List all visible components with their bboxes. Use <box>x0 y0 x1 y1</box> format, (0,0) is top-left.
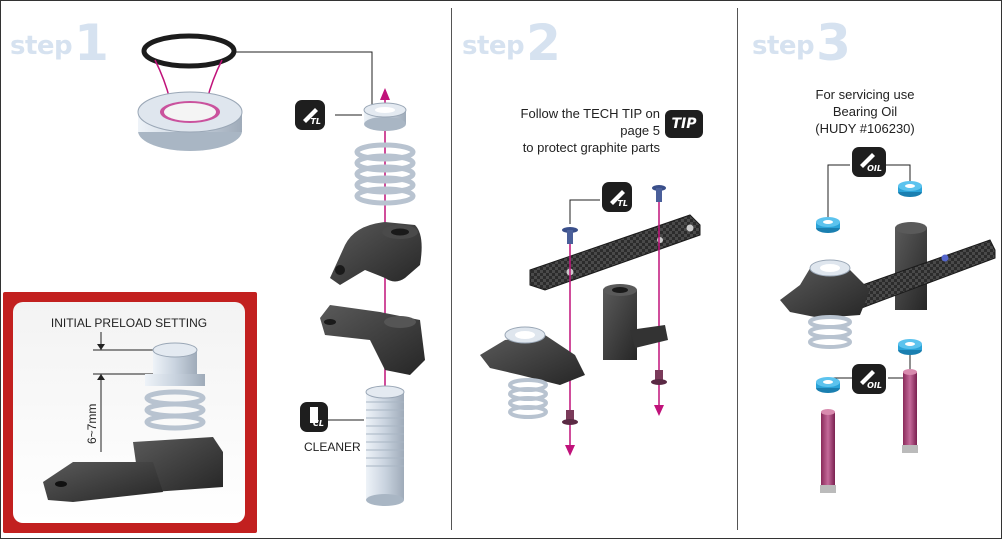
step2-axis-left-arrow <box>565 445 575 456</box>
step-word: step <box>462 31 525 61</box>
threadlock-badge-step2: TL <box>602 182 632 212</box>
step3-bearing-top-left <box>816 217 840 233</box>
step-number: 3 <box>816 14 851 72</box>
step2-screw-bottom-right <box>651 370 667 385</box>
step-1-label: step1 <box>10 8 109 72</box>
step1-oring <box>141 33 237 69</box>
step1-small-collar <box>363 102 407 131</box>
cleaner-badge: CL <box>300 402 328 432</box>
oil-note: For servicing use Bearing Oil (HUDY #106… <box>800 86 930 137</box>
step1-spring <box>354 142 416 206</box>
step2-axis-right-arrow <box>654 405 664 416</box>
divider-2 <box>737 8 738 530</box>
step1-axis-arrow <box>380 88 390 100</box>
step3-oil-callout-top-r <box>886 164 911 185</box>
step2-tl-callout <box>569 199 600 224</box>
badge-text: TL <box>310 117 321 126</box>
step3-oil-callout-top <box>827 164 850 222</box>
badge-text: OIL <box>867 164 882 173</box>
badge-text: TL <box>617 199 628 208</box>
step3-bearing-bottom-right <box>898 339 922 355</box>
threadlock-badge-step1: TL <box>295 100 325 130</box>
step1-callout-line <box>235 51 373 110</box>
step1-preload-collar <box>137 91 243 151</box>
step-number: 2 <box>526 14 561 72</box>
step2-screw-top-left <box>562 227 578 244</box>
step-word: step <box>752 31 815 61</box>
badge-text: OIL <box>867 381 882 390</box>
step-3-label: step3 <box>752 8 851 72</box>
step2-arm-assembly <box>480 326 585 419</box>
preload-dimension: 6~7mm <box>85 403 99 444</box>
step-number: 1 <box>74 14 109 72</box>
tech-tip-line-1: Follow the TECH TIP on page 5 <box>520 106 660 138</box>
step3-bearing-bottom-left <box>816 377 840 393</box>
step3-rod-left <box>820 409 836 493</box>
step-2-label: step2 <box>462 8 561 72</box>
step1-upper-arm <box>330 222 422 285</box>
step-word: step <box>10 31 73 61</box>
step1-lower-arm <box>320 305 425 375</box>
step2-carbon-plate <box>529 214 701 291</box>
step3-assembly <box>780 222 996 349</box>
step2-post <box>603 284 668 360</box>
step1-threaded-post <box>365 385 405 506</box>
preload-setting-panel: INITIAL PRELOAD SETTING <box>3 292 257 533</box>
cleaner-label: CLEANER <box>304 440 361 454</box>
step2-screw-bottom-left <box>562 410 578 425</box>
step2-screw-top-right <box>652 185 666 202</box>
tech-tip-caption: Follow the TECH TIP on page 5 to protect… <box>490 105 660 156</box>
badge-text: CL <box>313 419 324 428</box>
oil-badge-bottom: OIL <box>852 364 886 394</box>
tech-tip-line-2: to protect graphite parts <box>522 140 660 155</box>
preload-illustration <box>43 332 223 502</box>
oil-badge-top: OIL <box>852 147 886 177</box>
oil-note-line-3: (HUDY #106230) <box>815 121 915 136</box>
step3-rod-right <box>902 369 918 453</box>
tip-badge: TIP <box>665 110 703 138</box>
step3-bearing-top-right <box>898 181 922 197</box>
preload-title: INITIAL PRELOAD SETTING <box>50 316 208 330</box>
oil-note-line-1: For servicing use <box>815 87 915 102</box>
oil-note-line-2: Bearing Oil <box>832 104 898 119</box>
preload-setting-inner: INITIAL PRELOAD SETTING <box>13 302 245 523</box>
divider-1 <box>451 8 452 530</box>
